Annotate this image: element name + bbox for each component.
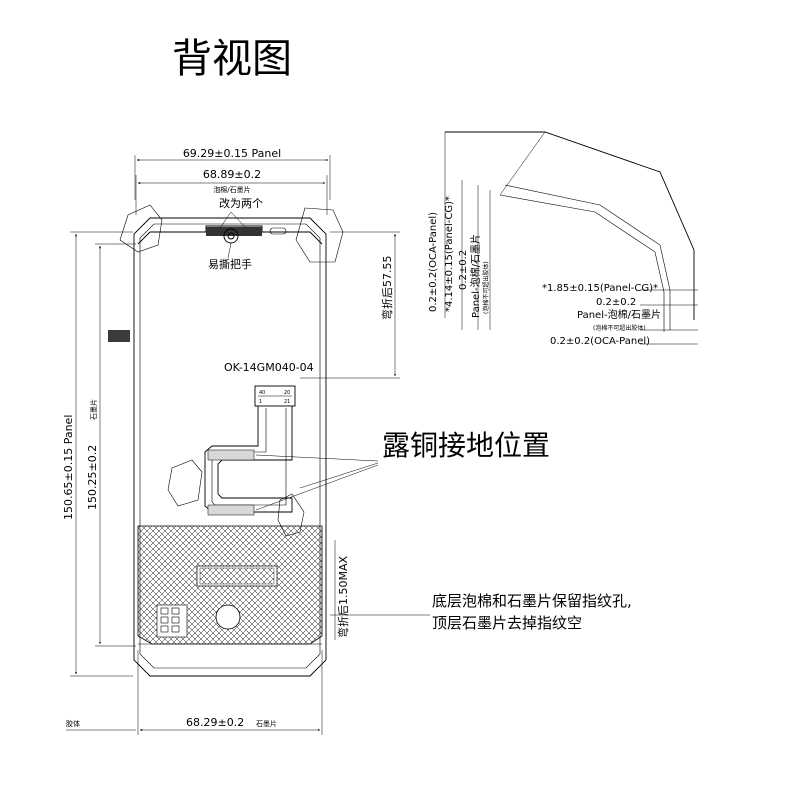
- view-title: 背视图: [172, 36, 292, 82]
- corner-detail-callouts: [119, 204, 344, 263]
- detail-v-2: *4.14±0.15(Panel-CG)*: [444, 196, 455, 312]
- detail-h-2: 0.2±0.2: [596, 297, 636, 308]
- left-vertical-dimensions: 150.65±0.15 Panel 150.25±0.2 石墨片: [62, 231, 136, 677]
- cross-section-detail: [444, 131, 698, 345]
- svg-text:21: 21: [284, 399, 290, 405]
- detail-v-3: 0.2±0.2: [458, 250, 469, 290]
- adhesive-label: 胶体: [66, 719, 80, 728]
- copper-ground-leaders: [255, 454, 379, 511]
- copper-ground-label: 露铜接地位置: [382, 429, 550, 462]
- svg-text:1: 1: [259, 399, 262, 405]
- detail-h-1: *1.85±0.15(Panel-CG)*: [542, 283, 658, 294]
- bottom-dimension: 68.29±0.2 石墨片 胶体: [66, 650, 323, 735]
- detail-horizontal-labels: *1.85±0.15(Panel-CG)* 0.2±0.2 Panel-泡棉/石…: [542, 283, 661, 347]
- bottom-width-label: 石墨片: [256, 719, 277, 728]
- bottom-width-dim: 68.29±0.2: [186, 716, 244, 729]
- panel-height-dim: 150.65±0.15 Panel: [62, 415, 75, 520]
- notch-area: 改为两个 易撕把手: [206, 196, 287, 271]
- graphite-area: [137, 525, 323, 645]
- svg-text:20: 20: [284, 390, 290, 396]
- detail-v-4: Panel-泡棉/石墨片: [469, 234, 482, 318]
- part-number: OK-14GM040-04: [224, 361, 314, 374]
- fpc-connector: 40 20 1 21: [254, 385, 296, 407]
- svg-text:40: 40: [259, 390, 265, 396]
- detail-h-3: Panel-泡棉/石墨片: [577, 308, 661, 321]
- notch-strip: [206, 227, 262, 236]
- foam-width-note: 泡棉/石墨片: [213, 185, 250, 194]
- bend-after-dim: 弯折后57.55: [380, 256, 394, 321]
- foam-width-dim: 68.89±0.2: [203, 168, 261, 181]
- fpc-flex: [167, 406, 305, 537]
- bend-thickness-dim: 弯折后1.50MAX: [336, 555, 350, 638]
- graphite-height-label: 石墨片: [89, 399, 98, 420]
- tab-label: 易撕把手: [208, 257, 252, 271]
- panel-width-dim: 69.29±0.15 Panel: [183, 147, 281, 160]
- graphite-height-dim: 150.25±0.2: [86, 445, 99, 510]
- detail-h-5: 0.2±0.2(OCA-Panel): [550, 336, 650, 347]
- detail-vertical-labels: 0.2±0.2(OCA-Panel) *4.14±0.15(Panel-CG)*…: [428, 196, 490, 318]
- fingerprint-hole: [215, 604, 241, 630]
- notch-change-label: 改为两个: [219, 196, 263, 210]
- fingerprint-note-line2: 顶层石墨片去掉指纹空: [432, 614, 582, 632]
- fingerprint-note-line1: 底层泡棉和石墨片保留指纹孔,: [432, 592, 632, 610]
- detail-v-5: (泡棉不可超出胶体): [482, 261, 490, 314]
- left-tab: [108, 330, 130, 342]
- bend-thickness-dimension: 弯折后1.50MAX: [334, 540, 350, 640]
- top-dimensions: 69.29±0.15 Panel 68.89±0.2 泡棉/石墨片: [134, 147, 331, 215]
- detail-h-4: (泡棉不可超出胶体): [593, 324, 646, 332]
- detail-v-1: 0.2±0.2(OCA-Panel): [428, 212, 439, 312]
- right-vertical-dimension: 弯折后57.55: [300, 231, 400, 379]
